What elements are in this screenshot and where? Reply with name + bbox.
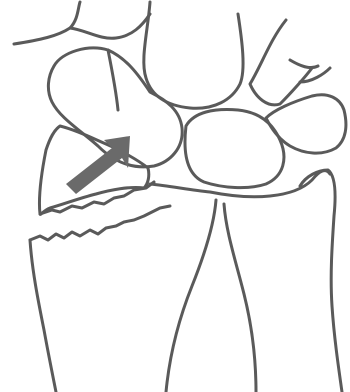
radius-left-edge (30, 240, 56, 392)
upper-left-bone-outline (14, 2, 80, 44)
lunate-upper-arc (108, 50, 118, 110)
top-middle-bone (144, 2, 243, 108)
ulna-head (300, 170, 342, 392)
top-right-bone (250, 20, 312, 105)
radius-right-edge (166, 200, 216, 392)
ulna-left-edge (224, 204, 256, 392)
upper-left-bone-inner (70, 14, 150, 38)
